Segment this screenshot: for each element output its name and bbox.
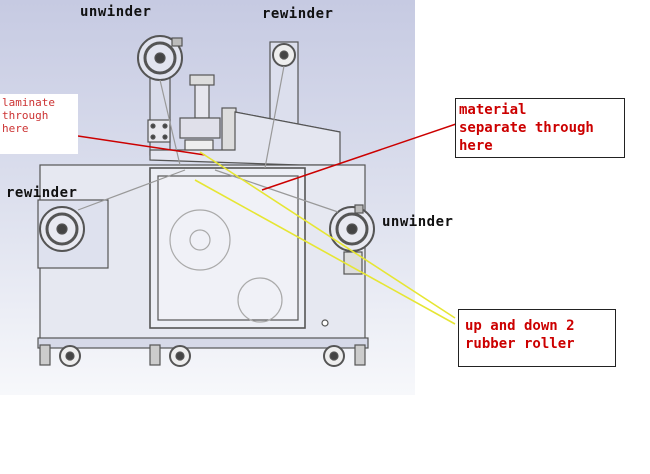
- callout-rollers-line-2: rubber roller: [465, 336, 575, 352]
- label-rewinder-top: rewinder: [262, 6, 334, 22]
- callout-laminate-line-2: through: [2, 109, 49, 122]
- callout-rollers-line-1: up and down 2: [465, 318, 575, 334]
- callout-laminate-line-1: laminate: [2, 96, 55, 109]
- roller-pointers: [194, 151, 456, 325]
- wheels: [39, 344, 366, 367]
- callout-laminate-line-3: here: [2, 122, 29, 135]
- callout-rollers: up and down 2 rubber roller: [458, 309, 616, 367]
- callout-separate-line-2: separate through: [459, 120, 594, 136]
- callout-separate: material separate through here: [455, 98, 625, 158]
- label-rewinder-left: rewinder: [6, 185, 78, 201]
- label-unwinder-top: unwinder: [80, 4, 152, 20]
- callout-separate-line-1: material: [459, 102, 527, 118]
- separate-pointer: [261, 123, 457, 191]
- label-unwinder-right: unwinder: [382, 214, 454, 230]
- callout-separate-line-3: here: [459, 138, 493, 154]
- callout-laminate: laminate through here: [0, 94, 78, 154]
- laminate-pointer: [77, 135, 206, 156]
